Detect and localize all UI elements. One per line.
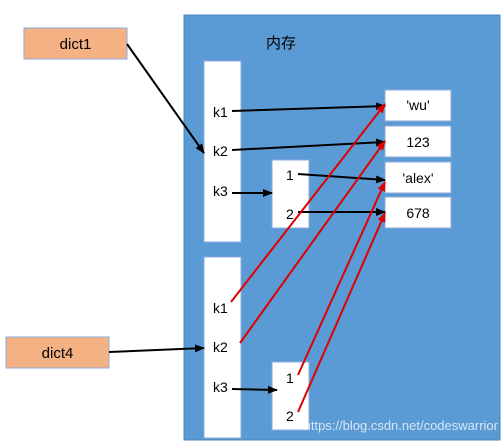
arrow-dict4-k3-to-list2 [231, 385, 278, 394]
dict1-key-k2: k2 [213, 143, 228, 159]
value-123: 123 [406, 134, 430, 150]
memory-title: 内存 [266, 35, 296, 52]
value-wu: 'wu' [406, 97, 429, 113]
dict1-panel [203, 60, 242, 243]
arrow-dict4-k2-to-123 [239, 140, 386, 344]
list1-item-1: 1 [286, 167, 294, 183]
list2-panel [271, 361, 310, 431]
arrow-dict4-k1-to-wu [230, 103, 386, 303]
dict4-label: dict4 [42, 345, 74, 362]
list2-item-1: 1 [286, 370, 294, 386]
dict1-label: dict1 [60, 36, 92, 53]
list1-item-2: 2 [286, 206, 294, 222]
watermark: https://blog.csdn.net/codeswarrior [304, 418, 499, 433]
arrow-list2-2-to-678 [297, 212, 386, 413]
dict1-key-k1: k1 [213, 104, 228, 120]
value-alex: 'alex' [402, 170, 433, 186]
arrow-dict1-to-panel [126, 43, 205, 154]
arrow-list2-1-to-alex [297, 181, 386, 376]
arrow-dict4-to-panel [108, 344, 205, 353]
arrow-list1-1-to-alex [297, 173, 386, 184]
value-box-alex [384, 161, 452, 194]
dict4-box [5, 336, 110, 369]
dict4-key-k1: k1 [213, 300, 228, 316]
dict1-box [23, 27, 128, 60]
arrow-dict1-k1-to-wu [231, 102, 386, 112]
value-box-678 [384, 196, 452, 229]
dict1-key-k3: k3 [213, 183, 228, 199]
value-678: 678 [406, 205, 430, 221]
list2-item-2: 2 [286, 408, 294, 424]
dict4-key-k3: k3 [213, 379, 228, 395]
arrow-dict1-k2-to-123 [231, 138, 386, 151]
dict4-panel [203, 256, 242, 439]
dict4-key-k2: k2 [213, 339, 228, 355]
